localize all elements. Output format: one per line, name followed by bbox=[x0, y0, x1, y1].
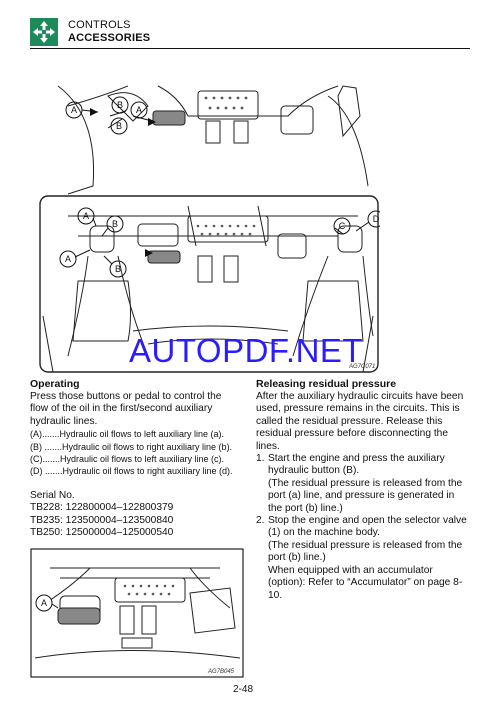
watermark-text: AUTOPDF.NET bbox=[129, 332, 364, 369]
list-item: (A).......Hydraulic oil flows to left au… bbox=[30, 429, 225, 440]
step-text: Stop the engine and open the selector va… bbox=[268, 515, 467, 539]
list-item: (B) .......Hydraulic oil flows to right … bbox=[30, 441, 233, 452]
callout-b: B bbox=[116, 121, 122, 131]
releasing-section: Releasing residual pressure After the au… bbox=[256, 378, 470, 602]
callout-b: B bbox=[117, 100, 123, 110]
list-item: (C).......Hydraulic oil flows to left au… bbox=[30, 454, 225, 465]
controls-logo-icon bbox=[30, 18, 58, 46]
serial-block: Serial No. TB228: 122800004–122800379 TB… bbox=[30, 490, 242, 540]
callout-a: A bbox=[41, 598, 47, 608]
operating-heading: Operating bbox=[30, 378, 80, 390]
page-header: CONTROLS ACCESSORIES bbox=[30, 16, 470, 50]
releasing-intro: After the auxiliary hydraulic circuits h… bbox=[256, 391, 464, 452]
callout-a: A bbox=[65, 254, 71, 264]
figure-code-2: AG7B045 bbox=[208, 669, 235, 675]
step-1: 1. Start the engine and press the auxili… bbox=[256, 453, 470, 515]
callout-d: D bbox=[373, 214, 380, 224]
callout-a: A bbox=[136, 105, 142, 115]
serial-label: Serial No. bbox=[30, 489, 75, 501]
operating-list: (A).......Hydraulic oil flows to left au… bbox=[30, 428, 242, 478]
page-title: ACCESSORIES bbox=[68, 32, 151, 44]
step-number: 2. bbox=[256, 515, 265, 527]
figure-code-1: AG7C071 bbox=[349, 364, 376, 370]
step-extra: When equipped with an accumulator (optio… bbox=[268, 564, 463, 601]
serial-item: TB250: 125000004–125000540 bbox=[30, 527, 174, 539]
figure-pedal: A bbox=[30, 548, 244, 678]
releasing-steps: 1. Start the engine and press the auxili… bbox=[256, 453, 470, 602]
operating-section: Operating Press those buttons or pedal t… bbox=[30, 378, 242, 539]
section-label: CONTROLS bbox=[68, 19, 131, 31]
callout-a: A bbox=[71, 105, 77, 115]
page-number: 2-48 bbox=[233, 684, 254, 695]
serial-item: TB235: 123500004–123500840 bbox=[30, 514, 174, 526]
step-text: Start the engine and press the auxiliary… bbox=[268, 453, 445, 477]
serial-item: TB228: 122800004–122800379 bbox=[30, 502, 174, 514]
operating-intro: Press those buttons or pedal to control … bbox=[30, 391, 222, 427]
callout-b: B bbox=[115, 264, 121, 274]
list-item: (D) .......Hydraulic oil flows to right … bbox=[30, 466, 233, 477]
step-number: 1. bbox=[256, 453, 265, 465]
step-note: (The residual pressure is released from … bbox=[268, 477, 463, 514]
releasing-heading: Releasing residual pressure bbox=[256, 378, 397, 390]
step-2: 2. Stop the engine and open the selector… bbox=[256, 515, 470, 602]
figure-cab-controls: A B A B A B A B C D bbox=[38, 76, 380, 376]
callout-b: B bbox=[112, 219, 118, 229]
callout-a: A bbox=[83, 211, 89, 221]
step-note: (The residual pressure is released from … bbox=[268, 539, 463, 564]
callout-c: C bbox=[339, 221, 346, 231]
header-rule bbox=[30, 48, 470, 49]
